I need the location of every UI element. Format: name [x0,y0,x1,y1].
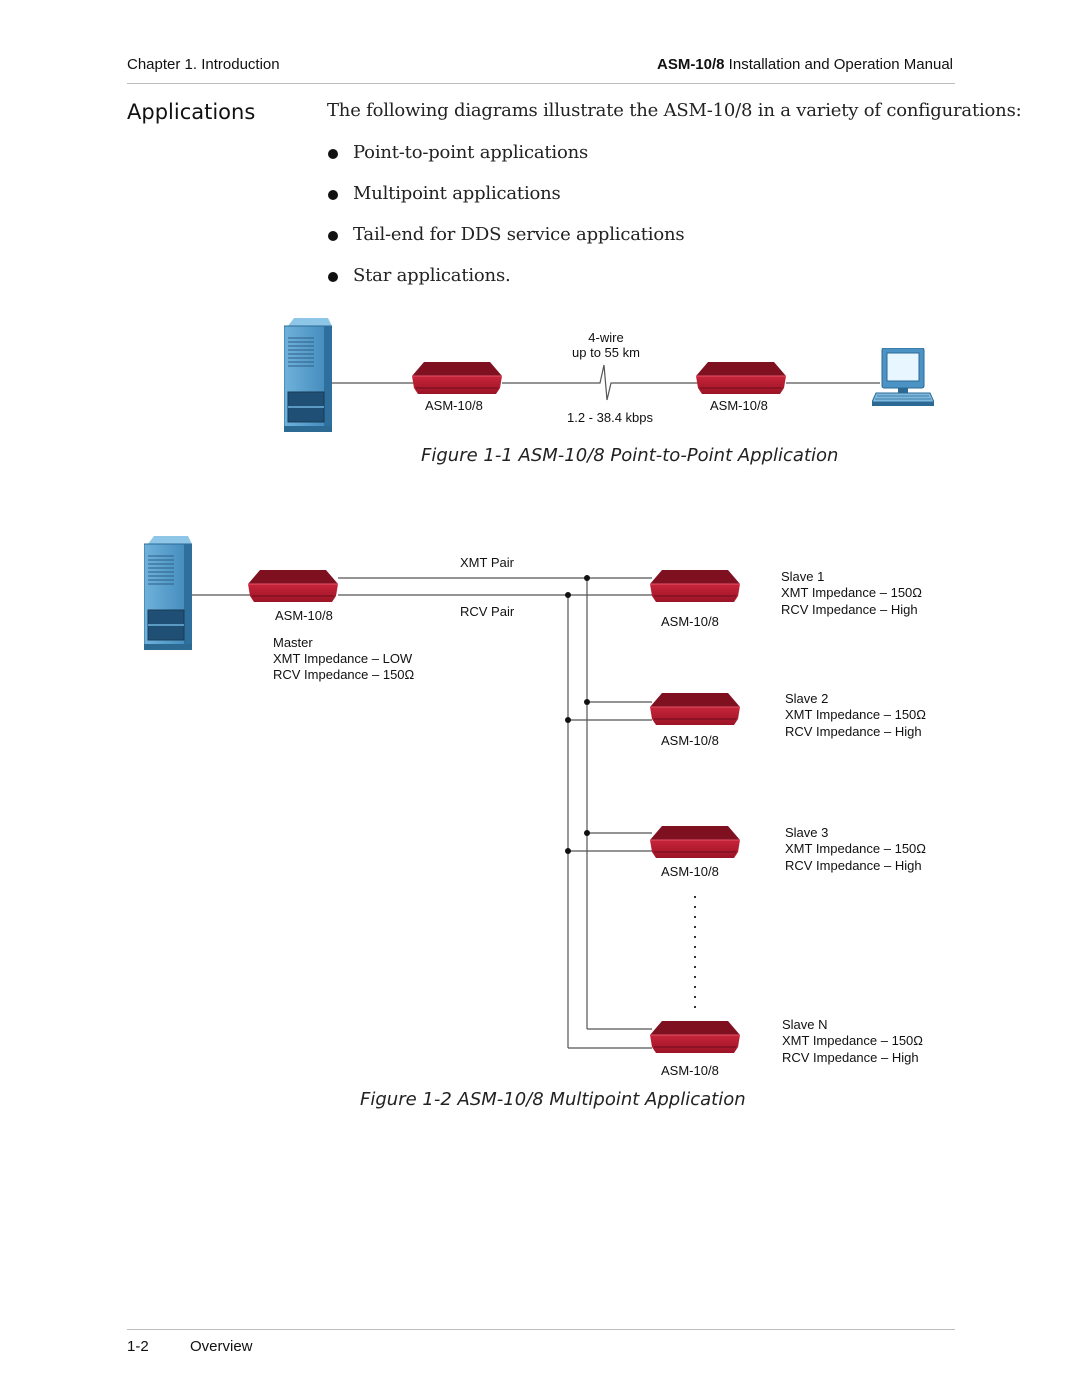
master-xmt-impedance: XMT Impedance – LOW [273,651,413,666]
figure-1-caption: Figure 1-1 ASM-10/8 Point-to-Point Appli… [421,445,839,466]
slave-rcv-impedance: RCV Impedance – High [781,602,918,617]
running-header-manual: ASM-10/8 Installation and Operation Manu… [657,56,953,73]
junction-dot [565,848,571,854]
modem-label-left: ASM-10/8 [425,398,483,413]
junction-dot [565,717,571,723]
slave-xmt-impedance: XMT Impedance – 150Ω [781,585,922,600]
slave-title: Slave N [782,1017,828,1032]
junction-dot [584,699,590,705]
terminal-icon [872,348,934,406]
slave-modem-label: ASM-10/8 [661,1063,719,1078]
host-server-icon [284,318,332,432]
bullet-item: Multipoint applications [327,183,684,224]
junction-dots [565,575,590,854]
bullet-icon [328,190,338,200]
wire-type-label: 4-wire [588,330,623,345]
slave-xmt-impedance: XMT Impedance – 150Ω [785,841,926,856]
slave-rcv-impedance: RCV Impedance – High [785,858,922,873]
figure-point-to-point: 4-wire up to 55 km ASM-10/8 ASM-10/8 1.2… [284,318,934,432]
bullet-text: Tail-end for DDS service applications [353,224,685,245]
master-modem-icon [248,570,338,602]
modem-icon [412,362,502,394]
slave-title: Slave 2 [785,691,828,706]
junction-dot [565,592,571,598]
bullet-list: Point-to-point applications Multipoint a… [327,142,685,306]
manual-model: ASM-10/8 [656,56,725,73]
slave-xmt-impedance: XMT Impedance – 150Ω [782,1033,923,1048]
slave-rcv-impedance: RCV Impedance – High [785,724,922,739]
slave-rcv-impedance: RCV Impedance – High [782,1050,919,1065]
speed-label: 1.2 - 38.4 kbps [567,410,653,425]
slave-title: Slave 3 [785,825,828,840]
xmt-pair-label: XMT Pair [460,555,515,570]
section-title: Applications [127,100,256,124]
page-number: 1-2 [127,1338,149,1355]
bullet-icon [328,231,338,241]
bullet-item: Point-to-point applications [327,142,684,183]
figure-multipoint: XMT Pair RCV Pair ASM-10/8 Master XMT Im… [144,536,926,1078]
manual-title: Installation and Operation Manual [724,56,953,73]
slave-title: Slave 1 [781,569,824,584]
slave-modem-icon [650,693,740,725]
bullet-text: Multipoint applications [353,183,561,204]
master-modem-label: ASM-10/8 [275,608,333,623]
host-server-icon [144,536,192,650]
footer-rule [127,1329,955,1330]
master-title: Master [273,635,313,650]
running-header-chapter: Chapter 1. Introduction [127,56,280,73]
footer-section-name: Overview [190,1338,253,1355]
modem-label-right: ASM-10/8 [710,398,768,413]
slave-modem-label: ASM-10/8 [661,733,719,748]
bullet-icon [328,272,338,282]
distance-label: up to 55 km [572,345,640,360]
bullet-text: Star applications. [353,265,511,286]
slave-modem-label: ASM-10/8 [661,864,719,879]
bullet-item: Star applications. [327,265,684,306]
modem-icon [696,362,786,394]
slave-modem-icon [650,570,740,602]
junction-dot [584,830,590,836]
bullet-item: Tail-end for DDS service applications [327,224,685,265]
master-rcv-impedance: RCV Impedance – 150Ω [273,667,415,682]
slave-modem-icon [650,1021,740,1053]
rcv-pair-label: RCV Pair [460,604,515,619]
figure-2-caption: Figure 1-2 ASM-10/8 Multipoint Applicati… [360,1089,746,1110]
four-wire-link-line [502,364,698,401]
intro-paragraph: The following diagrams illustrate the AS… [327,100,1022,121]
bullet-text: Point-to-point applications [353,142,589,163]
junction-dot [584,575,590,581]
header-rule [127,83,955,84]
slave-xmt-impedance: XMT Impedance – 150Ω [785,707,926,722]
slave-modem-label: ASM-10/8 [661,614,719,629]
bullet-icon [328,149,338,159]
slave-modem-icon [650,826,740,858]
